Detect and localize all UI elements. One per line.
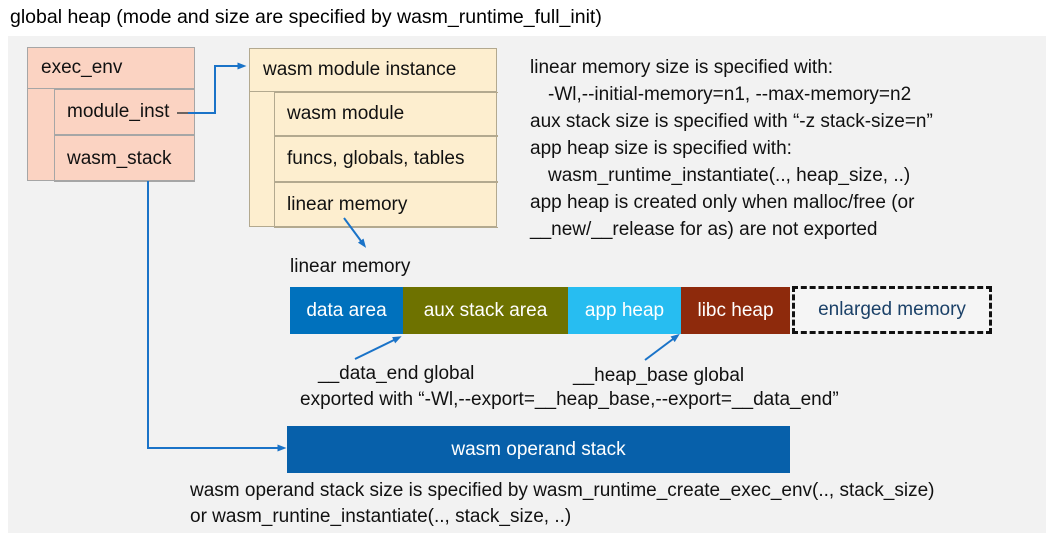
note-line: linear memory size is specified with: xyxy=(530,57,834,78)
memory-segment-label: libc heap xyxy=(697,299,774,321)
memory-segment-aux-stack-area: aux stack area xyxy=(403,287,568,334)
exec-env-row-module-inst: module_inst xyxy=(54,89,195,135)
module-instance-box: wasm module instance wasm module funcs, … xyxy=(249,48,498,228)
note-line: aux stack size is specified with “-z sta… xyxy=(530,111,933,132)
memory-segment-data-area: data area xyxy=(290,287,403,334)
note-line: -Wl,--initial-memory=n1, --max-memory=n2 xyxy=(548,84,912,105)
memory-segment-label: app heap xyxy=(584,299,665,321)
memory-segment-label: data area xyxy=(306,299,387,321)
memory-segment-label: enlarged memory xyxy=(818,299,966,320)
module-instance-row-funcs-globals-tables: funcs, globals, tables xyxy=(274,136,498,182)
linear-memory-label: linear memory xyxy=(290,256,411,277)
module-instance-header: wasm module instance xyxy=(250,49,496,92)
memory-segment-label: aux stack area xyxy=(423,299,548,321)
wasm-operand-stack-box: wasm operand stack xyxy=(287,426,790,473)
exec-env-header: exec_env xyxy=(28,48,194,89)
exec-env-box: exec_env module_inst wasm_stack xyxy=(27,47,195,182)
diagram-title: global heap (mode and size are specified… xyxy=(10,6,602,28)
memory-segment-enlarged-memory: enlarged memory xyxy=(792,286,992,334)
module-instance-row-wasm-module: wasm module xyxy=(274,92,498,136)
note-line: app heap size is specified with: xyxy=(530,138,792,159)
memory-segment-libc-heap: libc heap xyxy=(681,287,790,334)
operand-stack-note-line-1: wasm operand stack size is specified by … xyxy=(190,480,935,501)
wasm-operand-stack-label: wasm operand stack xyxy=(451,438,626,460)
data-end-global-label: __data_end global xyxy=(318,363,475,384)
operand-stack-note-line-2: or wasm_runtine_instantiate(.., stack_si… xyxy=(190,506,572,527)
memory-segment-app-heap: app heap xyxy=(568,287,681,334)
heap-base-global-label: __heap_base global xyxy=(573,365,745,386)
note-line: app heap is created only when malloc/fre… xyxy=(530,192,915,213)
exported-with-note: exported with “-Wl,--export=__heap_base,… xyxy=(300,389,839,410)
module-instance-row-linear-memory: linear memory xyxy=(274,182,498,228)
note-line: wasm_runtime_instantiate(.., heap_size, … xyxy=(548,165,911,186)
exec-env-row-wasm-stack: wasm_stack xyxy=(54,135,195,182)
linear-memory-notes: linear memory size is specified with: -W… xyxy=(530,54,933,243)
note-line: __new/__release for as) are not exported xyxy=(530,219,878,240)
